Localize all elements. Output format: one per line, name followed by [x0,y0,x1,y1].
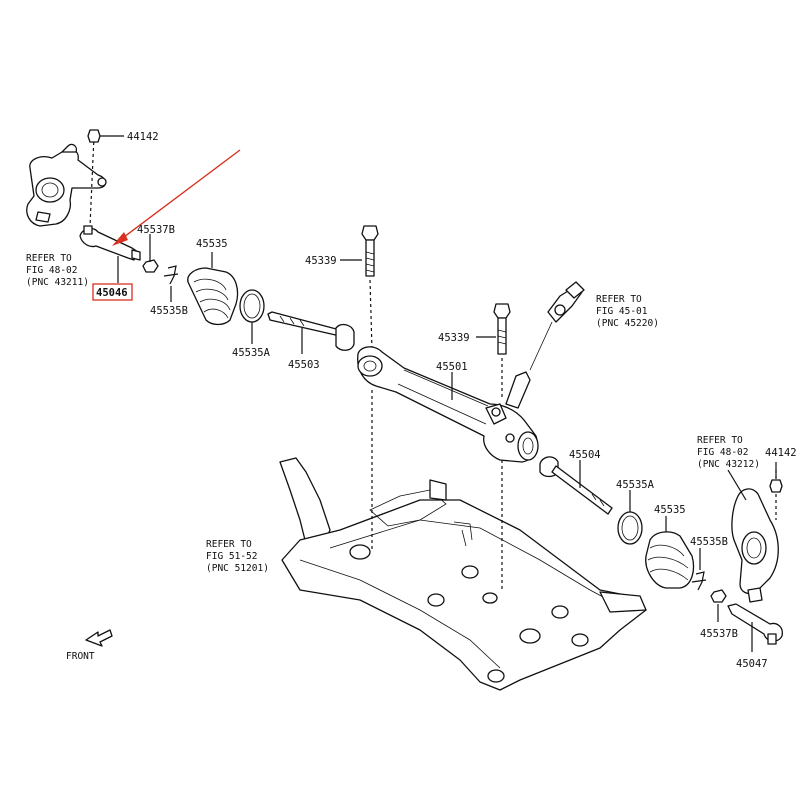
label-45535a-right: 45535A [616,479,655,491]
label-45535-right: 45535 [654,504,686,516]
ref-knuckle-left-line1: REFER TO [26,253,72,264]
label-44142-right: 44142 [765,447,797,459]
front-crossmember [279,457,647,691]
red-callout-arrow [112,149,241,246]
label-45537b-right: 45537B [700,628,738,640]
right-boot-45535 [645,531,695,589]
label-45537b-left: 45537B [137,224,175,236]
ref-knuckle-left-line2: FIG 48-02 [26,265,77,276]
ref-knuckle-right-line3: (PNC 43212) [697,459,760,470]
left-nut-44142 [87,129,101,143]
steering-rack-45501 [357,346,539,463]
left-boot-45535 [187,267,239,326]
label-45503: 45503 [288,359,320,371]
label-45535-left: 45535 [196,238,228,250]
ref-crossmember-line1: REFER TO [206,539,252,550]
left-nut-45537b [142,259,159,273]
highlight-box-45046 [92,283,133,301]
right-nut-45537b [710,589,727,603]
label-45339-top: 45339 [305,255,337,267]
label-45047: 45047 [736,658,768,670]
label-45535a-left: 45535A [232,347,271,359]
ref-knuckle-right-line1: REFER TO [697,435,743,446]
ref-shaft-line3: (PNC 45220) [596,318,659,329]
ref-knuckle-left-line3: (PNC 43211) [26,277,89,288]
ref-shaft-line2: FIG 45-01 [596,306,648,317]
right-clip-45535b [691,571,707,591]
left-steering-knuckle [26,143,107,227]
left-inner-tie-rod-45503 [267,311,355,351]
right-steering-knuckle [731,488,779,603]
ref-knuckle-right-line2: FIG 48-02 [697,447,748,458]
left-clip-45535b [163,265,179,285]
ref-crossmember-line2: FIG 51-52 [206,551,257,562]
label-45535b-left: 45535B [150,305,188,317]
label-44142-left: 44142 [127,131,159,143]
left-tie-rod-end [79,225,141,261]
bolt-45339-top [361,225,379,277]
bolt-45339-mid [493,303,511,355]
label-45339-mid: 45339 [438,332,470,344]
right-inner-tie-rod-45504 [539,456,613,515]
ref-shaft-line1: REFER TO [596,294,642,305]
right-tie-rod-end-45047 [727,603,783,645]
bolt-top-dashline [369,279,373,351]
ref-crossmember-line3: (PNC 51201) [206,563,269,574]
label-45535b-right: 45535B [690,536,728,548]
steering-shaft-joint [529,281,585,371]
right-nut-44142 [769,479,783,493]
label-45046: 45046 [96,287,128,299]
leader-ref-knuckle-right [727,469,747,501]
label-45501: 45501 [436,361,468,373]
label-45504: 45504 [569,449,601,461]
front-label: FRONT [66,651,95,662]
front-arrow-icon [85,629,113,647]
